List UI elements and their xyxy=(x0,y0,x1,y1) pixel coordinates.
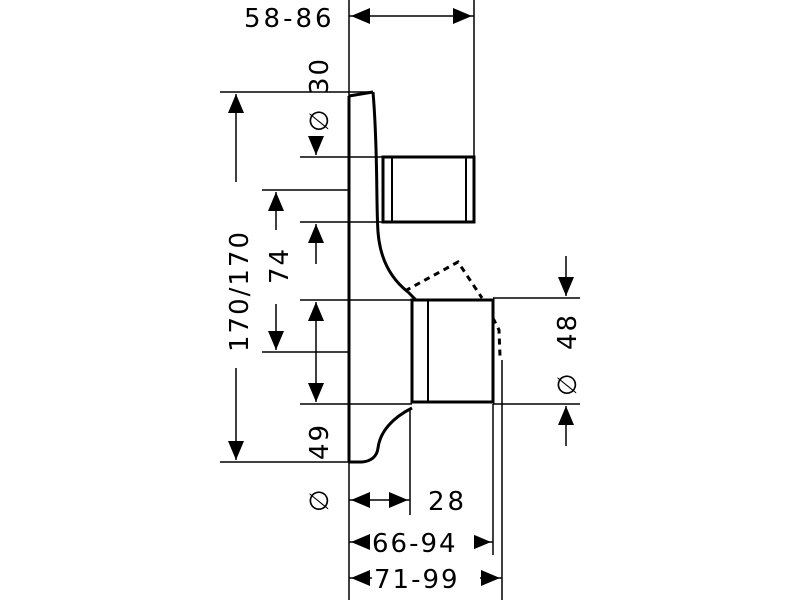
upper-handle xyxy=(381,155,476,224)
dim-170-170-label: 170/170 xyxy=(225,230,255,352)
dim-28-label: 28 xyxy=(428,487,467,517)
dim-30-label: 30 xyxy=(305,57,335,94)
dim-48-label: 48 xyxy=(553,313,583,350)
dim-49 xyxy=(300,299,412,405)
dim-71-99-label-bg xyxy=(372,564,480,592)
dim-48-dia-symbol: ∅ xyxy=(553,373,583,396)
lower-handle xyxy=(404,260,502,404)
dim-dia-48 xyxy=(493,256,580,446)
dim-49-label: 49 xyxy=(305,423,335,460)
wall-plate-outline xyxy=(347,90,418,464)
dim-71-99-label: 71-99 xyxy=(374,565,460,595)
dim-66-94-label-bg xyxy=(370,528,474,556)
dim-58-86 xyxy=(348,0,475,157)
dim-66-94-label: 66-94 xyxy=(372,529,458,559)
dim-170-170 xyxy=(220,91,372,463)
dim-49-dia-symbol: ∅ xyxy=(305,489,335,512)
dim-74 xyxy=(262,189,349,353)
dim-58-86-label: 58-86 xyxy=(244,4,335,34)
dim-30-dia-symbol: ∅ xyxy=(305,109,335,132)
dim-74-label: 74 xyxy=(265,247,295,284)
dim-dia-30 xyxy=(300,136,383,264)
dim-28 xyxy=(348,408,411,600)
